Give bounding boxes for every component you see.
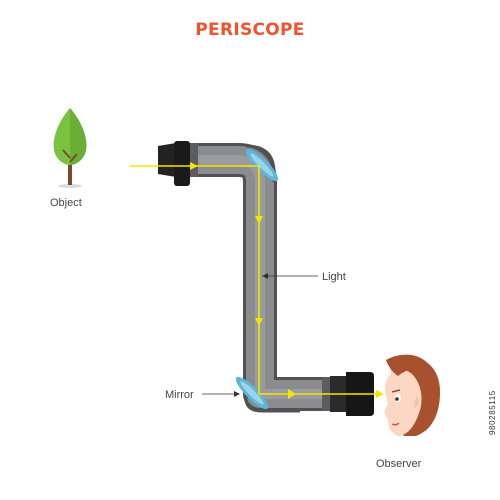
observer-face-icon: [384, 354, 440, 436]
tube-collar: [188, 143, 198, 177]
arrow-icon: [234, 391, 240, 397]
stock-code: 980285115: [488, 390, 497, 435]
eyepiece-icon: [158, 141, 190, 186]
tree-icon: [53, 108, 87, 188]
arrow-icon: [376, 390, 384, 398]
arrow-icon: [255, 318, 263, 326]
light-label: Light: [322, 271, 346, 283]
arrow-icon: [255, 216, 263, 224]
page-title: PERISCOPE: [195, 20, 305, 40]
light-ray: [130, 162, 384, 399]
mirror-icon: [235, 376, 269, 410]
observer-label: Observer: [376, 458, 422, 470]
arrow-icon: [288, 389, 296, 399]
arrow-icon: [262, 273, 268, 279]
mirror-icon: [245, 148, 279, 182]
object-label: Object: [50, 197, 82, 209]
periscope-tube: [188, 143, 332, 413]
arrow-icon: [190, 162, 198, 170]
mirror-label: Mirror: [165, 389, 194, 401]
